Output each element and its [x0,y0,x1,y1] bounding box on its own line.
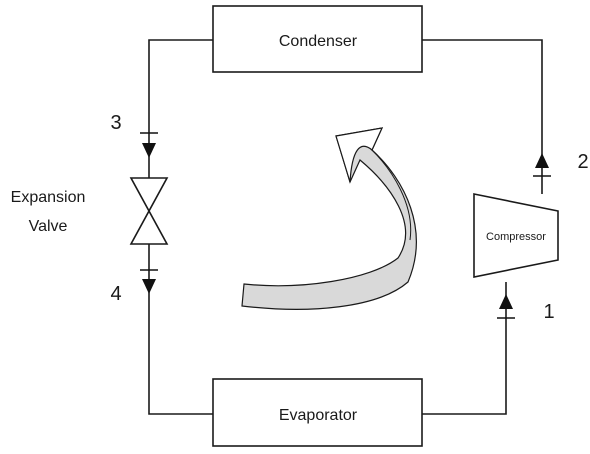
state-point-4-marker: 4 [110,269,158,305]
compressor-label: Compressor [486,231,546,243]
evaporator-label: Evaporator [279,407,358,424]
evaporator-box [212,378,423,447]
expansion-valve: Expansion Valve [11,177,169,245]
flow-arrow-down-icon [142,279,156,294]
condenser-label: Condenser [279,33,358,50]
expansion-valve-label-line1: Expansion [11,189,86,206]
compressor-box [473,193,559,278]
pipe-condenser-to-valve [148,39,213,178]
pipe-compressor-to-condenser [422,39,543,194]
evaporator: Evaporator [212,378,423,447]
compressor: Compressor [473,193,559,278]
state-point-1-marker: 1 [497,294,555,323]
state-point-3-label: 3 [110,112,121,134]
state-point-3-marker: 3 [110,112,158,158]
pipe-evaporator-to-compressor [422,282,507,415]
state-point-2-marker: 2 [533,151,589,177]
condenser-box [212,5,423,73]
flow-arrow-up-icon [499,294,513,309]
condenser: Condenser [212,5,423,73]
state-point-1-label: 1 [543,301,554,323]
flow-arrow-up-icon [535,153,549,168]
curved-arrow-icon [241,127,417,310]
piping [148,39,543,415]
state-point-4-label: 4 [110,283,121,305]
flow-arrow-down-icon [142,143,156,158]
pipe-valve-to-evaporator [148,244,213,415]
expansion-valve-label-line2: Valve [29,218,68,235]
state-point-2-label: 2 [577,151,588,173]
expansion-valve-icon [129,177,169,245]
